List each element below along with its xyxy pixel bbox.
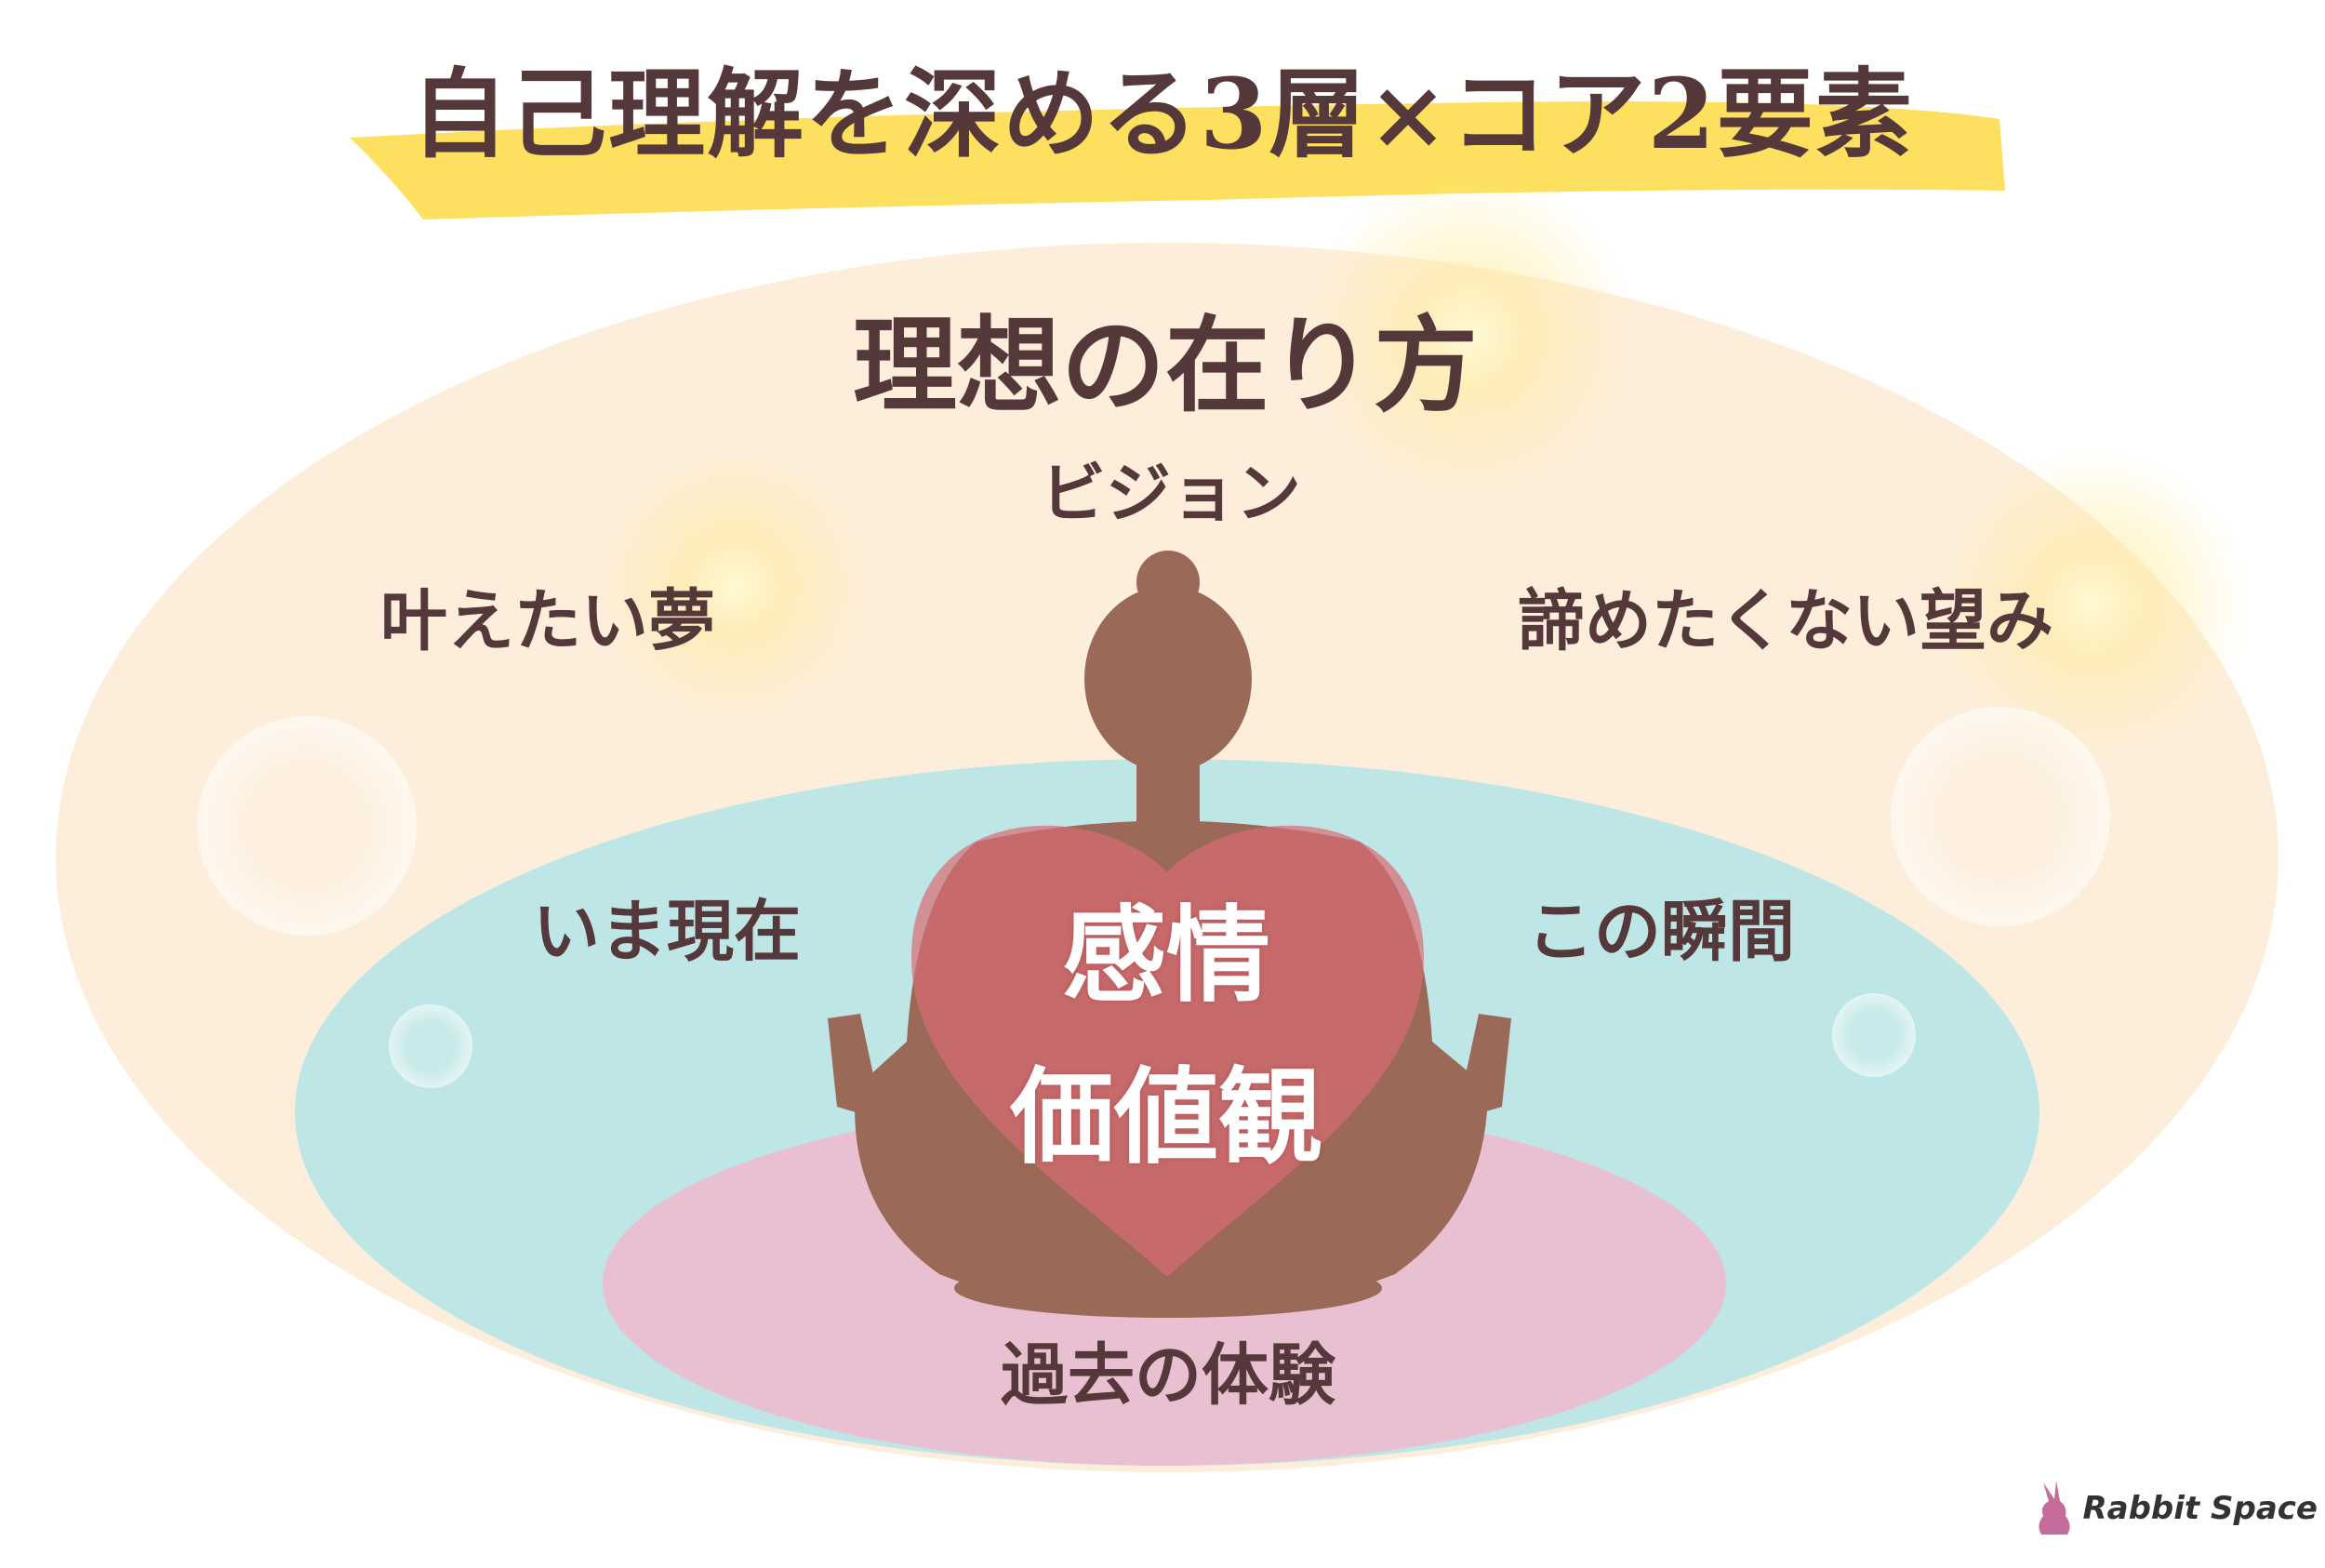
outer-layer-heading: 理想の在り方 <box>853 305 1478 427</box>
logo-text: Rabbit Space <box>2082 1490 2318 1527</box>
page-title: 自己理解を深める3層×コア2要素 <box>411 57 1914 171</box>
bubble-icon <box>389 1004 472 1088</box>
bubble-icon <box>1891 707 2110 926</box>
core-emotion-label: 感情 <box>1062 895 1270 1017</box>
title-highlight <box>350 101 2005 219</box>
sparkle-icon <box>1302 167 1637 502</box>
sparkle-icon <box>595 446 874 725</box>
rabbit-icon <box>2039 1481 2071 1535</box>
outer-layer-left-label: 叶えたい夢 <box>379 580 716 660</box>
outer-layer-right-label: 諦めたくない望み <box>1517 580 2054 660</box>
middle-layer-left-label: いま現在 <box>532 891 802 971</box>
outer-layer-subheading: ビジョン <box>1041 454 1301 532</box>
middle-layer-right-label: この瞬間 <box>1526 891 1796 971</box>
bubble-icon <box>1832 993 1916 1077</box>
brand-logo: Rabbit Space <box>2036 1479 2318 1538</box>
bubble-icon <box>197 716 417 936</box>
heart-shape <box>911 825 1424 1277</box>
inner-layer-label: 過去の体験 <box>1000 1335 1336 1415</box>
core-values-label: 価値観 <box>1010 1056 1322 1178</box>
